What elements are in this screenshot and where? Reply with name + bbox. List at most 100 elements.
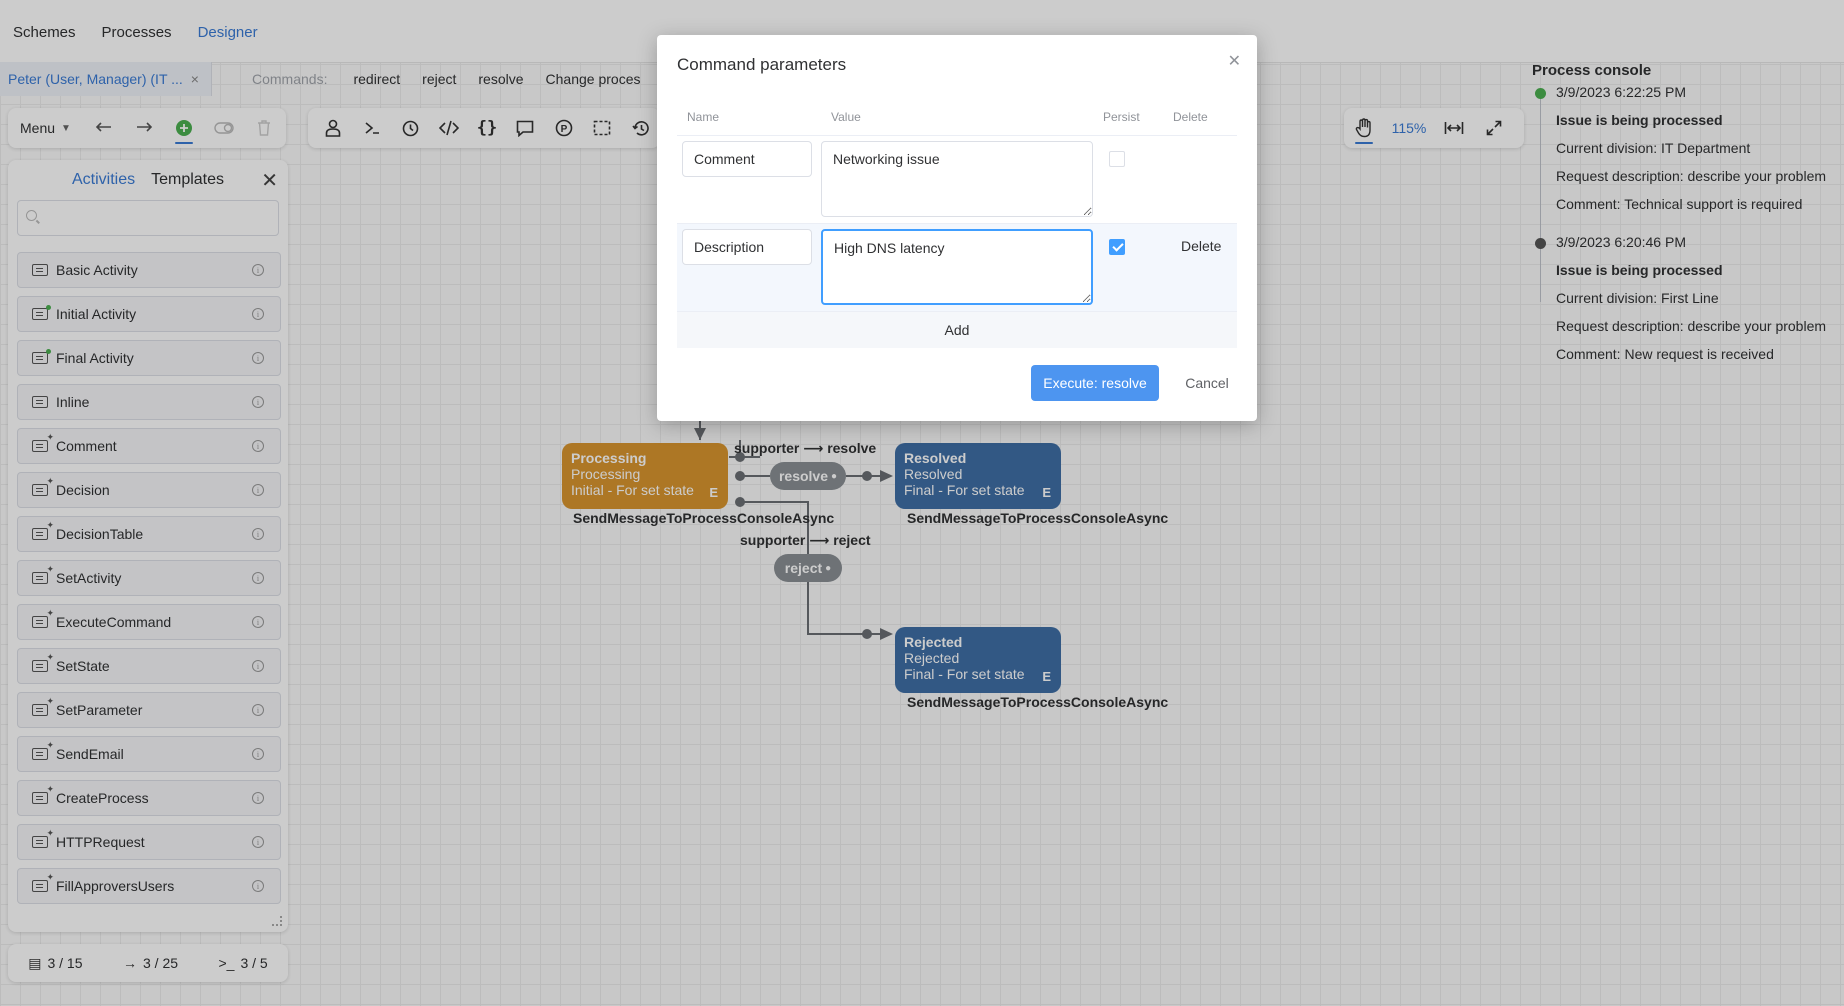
node-action: SendMessageToProcessConsoleAsync: [573, 510, 835, 526]
activity-item-comment[interactable]: Comment i: [17, 428, 281, 464]
pan-hand-icon[interactable]: [1344, 108, 1384, 148]
add-parameter-button[interactable]: Add: [677, 312, 1237, 348]
parameter-value-field[interactable]: High DNS latency: [821, 229, 1093, 305]
activity-label: FillApproversUsers: [56, 878, 175, 894]
timer-icon[interactable]: [391, 108, 429, 148]
parameter-name-field[interactable]: [682, 229, 812, 265]
user-process-tab[interactable]: Peter (User, Manager) (IT ... ×: [0, 62, 212, 96]
info-icon[interactable]: i: [252, 440, 264, 452]
delete-row-button[interactable]: Delete: [1181, 238, 1222, 254]
info-icon[interactable]: i: [252, 660, 264, 672]
add-element-icon[interactable]: [164, 108, 204, 148]
info-icon[interactable]: i: [252, 528, 264, 540]
localization-icon[interactable]: [506, 108, 544, 148]
persist-checkbox[interactable]: [1109, 151, 1125, 167]
command-icon[interactable]: [352, 108, 390, 148]
execute-button[interactable]: Execute: resolve: [1031, 365, 1159, 401]
activity-item-initial-activity[interactable]: Initial Activity i: [17, 296, 281, 332]
info-icon[interactable]: i: [252, 704, 264, 716]
command-change-process[interactable]: Change proces: [545, 71, 641, 87]
menu-button[interactable]: Menu ▼: [8, 120, 84, 136]
info-icon[interactable]: i: [252, 836, 264, 848]
nav-designer[interactable]: Designer: [197, 24, 258, 41]
activity-item-set-state[interactable]: SetState i: [17, 648, 281, 684]
nav-processes[interactable]: Processes: [101, 24, 172, 41]
table-row: High DNS latency Delete: [677, 224, 1237, 312]
activity-label: Comment: [56, 438, 117, 454]
command-reject[interactable]: reject: [422, 71, 457, 87]
close-tab-icon[interactable]: ×: [190, 71, 199, 87]
commands-bar: Commands: redirect reject resolve Change…: [252, 62, 662, 96]
info-icon[interactable]: i: [252, 264, 264, 276]
parameters-icon[interactable]: {}: [476, 118, 498, 138]
zoom-level[interactable]: 115%: [1391, 120, 1427, 136]
history-icon[interactable]: [622, 108, 660, 148]
commands-label: Commands:: [252, 71, 328, 87]
info-icon[interactable]: i: [252, 308, 264, 320]
info-icon[interactable]: i: [252, 880, 264, 892]
command-pill-reject[interactable]: reject ●: [774, 554, 842, 582]
activity-label: Initial Activity: [56, 306, 137, 322]
command-pill-resolve[interactable]: resolve ●: [770, 462, 846, 490]
resize-grip-icon[interactable]: [272, 916, 282, 926]
activity-count-value: 3 / 15: [47, 955, 83, 971]
fit-width-icon[interactable]: [1434, 108, 1474, 148]
activity-item-decision[interactable]: Decision i: [17, 472, 281, 508]
persist-checkbox[interactable]: [1109, 239, 1125, 255]
activity-node-resolved[interactable]: Resolved Resolved Final - For set state …: [895, 443, 1061, 509]
activity-node-processing[interactable]: Processing Processing Initial - For set …: [562, 443, 728, 509]
close-panel-icon[interactable]: ✕: [261, 170, 278, 192]
info-icon[interactable]: i: [252, 396, 264, 408]
command-redirect[interactable]: redirect: [353, 71, 401, 87]
info-icon[interactable]: i: [252, 572, 264, 584]
info-icon[interactable]: i: [252, 484, 264, 496]
select-area-icon[interactable]: [583, 108, 621, 148]
node-type: Final - For set state: [904, 666, 1025, 682]
parameter-name-field[interactable]: [682, 141, 812, 177]
process-parameters-icon[interactable]: P: [545, 108, 583, 148]
entry-time: 3/9/2023 6:20:46 PM: [1556, 234, 1686, 250]
toggle-icon[interactable]: [204, 108, 244, 148]
transition-count: → 3 / 25: [123, 955, 178, 971]
person-icon: ●: [825, 562, 832, 574]
undo-icon[interactable]: [84, 108, 124, 148]
tab-activities[interactable]: Activities: [71, 171, 136, 188]
actor-icon[interactable]: [314, 108, 352, 148]
close-icon[interactable]: ✕: [1227, 53, 1241, 70]
timeline-dot: [1535, 88, 1546, 99]
fullscreen-icon[interactable]: [1474, 108, 1514, 148]
activity-item-fill-approvers-users[interactable]: FillApproversUsers i: [17, 868, 281, 904]
info-icon[interactable]: i: [252, 748, 264, 760]
parameter-value-field[interactable]: Networking issue: [821, 141, 1093, 217]
info-icon[interactable]: i: [252, 616, 264, 628]
entry-title: Issue is being processed: [1556, 112, 1723, 128]
activity-label: Decision: [56, 482, 110, 498]
header-delete: Delete: [1173, 110, 1208, 124]
info-icon[interactable]: i: [252, 792, 264, 804]
tab-templates[interactable]: Templates: [151, 171, 225, 188]
delete-icon[interactable]: [244, 108, 284, 148]
cancel-button[interactable]: Cancel: [1185, 375, 1229, 391]
activity-label: SetState: [56, 658, 110, 674]
decision-icon: [32, 476, 54, 496]
command-resolve[interactable]: resolve: [478, 71, 524, 87]
activity-node-rejected[interactable]: Rejected Rejected Final - For set state …: [895, 627, 1061, 693]
nav-schemes[interactable]: Schemes: [13, 24, 76, 41]
node-marker: E: [1042, 485, 1051, 500]
activity-search-input[interactable]: [18, 201, 276, 235]
info-icon[interactable]: i: [252, 352, 264, 364]
redo-icon[interactable]: [124, 108, 164, 148]
transition-count-value: 3 / 25: [142, 955, 179, 971]
code-actions-icon[interactable]: [429, 108, 467, 148]
